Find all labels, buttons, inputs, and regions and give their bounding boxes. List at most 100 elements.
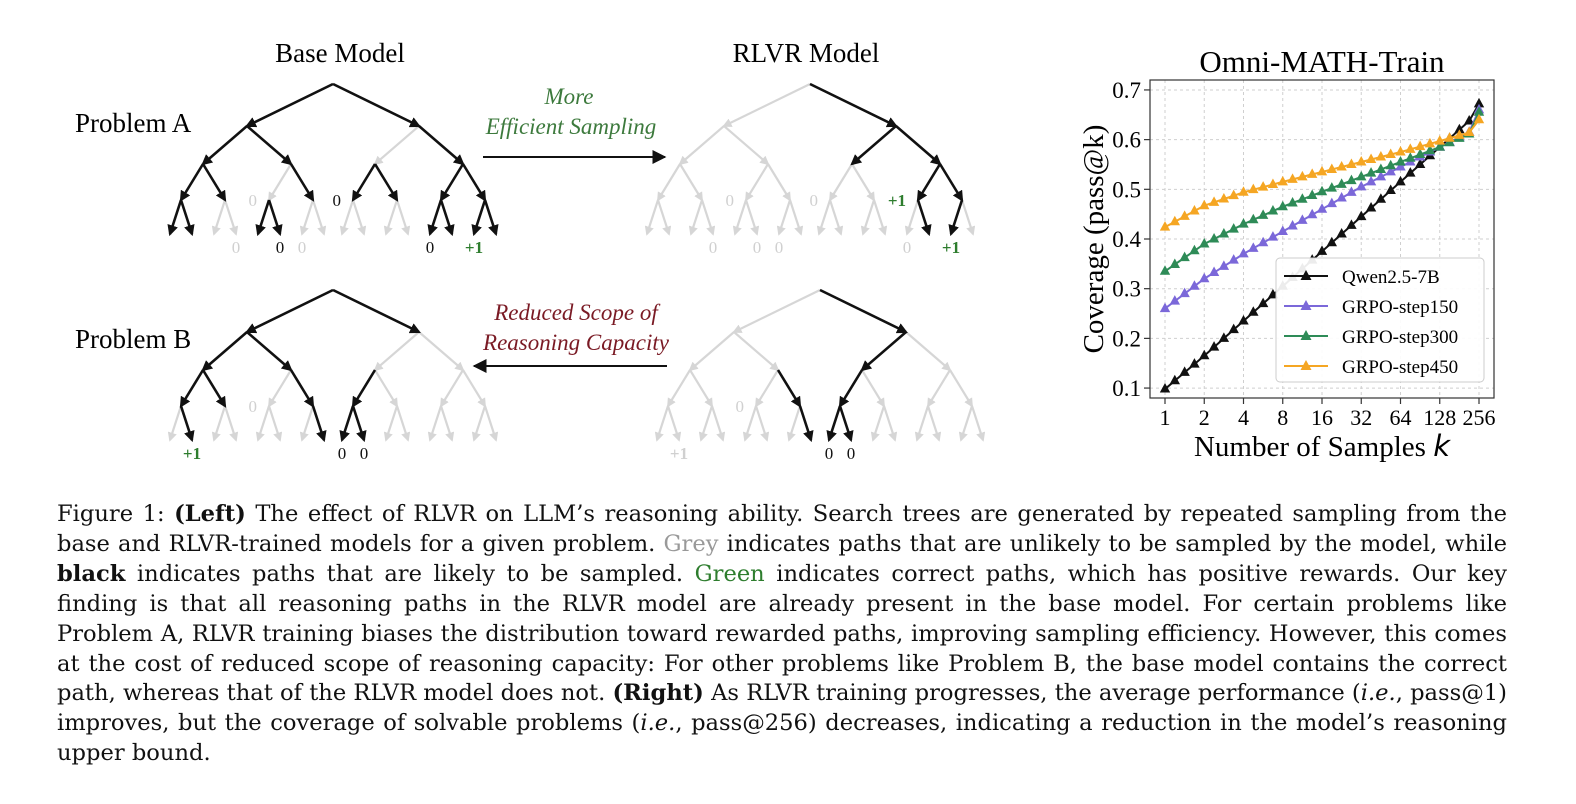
tree-edge	[245, 82, 334, 128]
series-marker	[1159, 265, 1171, 275]
tree-edge	[914, 405, 930, 442]
series-marker	[1306, 189, 1318, 200]
series-marker	[1365, 201, 1377, 212]
legend-swatch-marker	[1300, 330, 1312, 340]
series-marker	[1306, 208, 1318, 219]
reward-zero-label: 0	[810, 191, 819, 210]
tree-edge	[373, 125, 420, 166]
tree-edge	[311, 405, 327, 443]
x-axis-label-text: Number of Samples	[1194, 431, 1433, 463]
tree-edge	[299, 405, 315, 442]
tree-edge	[679, 163, 703, 202]
tree-edge	[948, 199, 964, 237]
series-marker	[1208, 196, 1220, 206]
caption-fig: Figure 1:	[57, 501, 175, 527]
tree-edge	[289, 369, 315, 408]
series-marker	[1316, 185, 1328, 196]
series-marker	[1199, 199, 1210, 210]
tree-edge	[471, 405, 487, 442]
series-marker	[1454, 123, 1465, 134]
series-marker	[1159, 302, 1171, 313]
chart-title: Omni-MATH-Train	[1199, 44, 1445, 79]
tree-edge	[732, 199, 748, 236]
tree-edge	[828, 199, 844, 236]
x-tick-label: 4	[1238, 405, 1249, 430]
series-marker	[1257, 297, 1269, 308]
caption-text-5: As RLVR training progresses, the average…	[703, 680, 1361, 707]
tree-edge	[339, 199, 355, 236]
series-marker	[1395, 160, 1406, 171]
caption-text-7: , pass@256) decreases, indicating a redu…	[57, 710, 1507, 767]
tree-edge	[351, 369, 377, 408]
tree-edge	[461, 163, 487, 202]
tree-edge	[179, 163, 205, 202]
series-marker	[1473, 106, 1485, 116]
series-marker	[1365, 175, 1377, 186]
x-tick-label: 32	[1350, 405, 1372, 430]
tree-edge	[268, 369, 292, 408]
tree-edge	[201, 125, 248, 166]
legend-swatch-marker	[1300, 300, 1312, 310]
reward-zero-label: 0	[338, 444, 347, 463]
tree-edge	[927, 369, 951, 408]
reward-zero-label: 0	[847, 444, 856, 463]
legend-label: GRPO-step300	[1342, 327, 1458, 348]
tree-edge	[829, 163, 853, 202]
y-tick-label: 0.7	[1112, 78, 1141, 103]
series-marker	[1385, 148, 1396, 159]
series-marker	[1267, 231, 1279, 241]
series-marker	[1424, 137, 1436, 148]
y-tick-label: 0.4	[1112, 227, 1141, 252]
series-marker	[1287, 173, 1298, 183]
tree-edge	[255, 199, 271, 237]
reward-zero-label: 0	[709, 238, 718, 257]
series-marker	[1238, 314, 1249, 325]
tree-edge	[267, 199, 283, 237]
reward-zero-label: 0	[232, 238, 241, 257]
tree-edge	[299, 199, 315, 236]
tree-edge	[776, 369, 802, 408]
tree-edge	[666, 405, 682, 442]
x-tick-label: 256	[1463, 405, 1496, 430]
series-marker	[1473, 113, 1485, 124]
tree-edge	[744, 199, 760, 236]
tree-edge	[201, 369, 227, 408]
tree-edge	[373, 331, 420, 372]
series-marker	[1287, 219, 1298, 230]
tree-edge	[689, 369, 713, 408]
series-marker	[1434, 141, 1445, 151]
series-marker	[1326, 163, 1338, 173]
series-marker	[1434, 135, 1445, 145]
series-marker	[1454, 129, 1465, 139]
tree-edge	[223, 405, 239, 442]
tree-edge	[788, 199, 804, 236]
tree-edge	[838, 405, 854, 443]
caption-text-4: indicates correct paths, which has posit…	[57, 560, 1507, 707]
tree-edge	[383, 199, 399, 236]
reward-plus-one-label: +1	[670, 444, 688, 463]
tree-edge	[786, 405, 802, 442]
series-marker	[1257, 236, 1269, 247]
series-marker	[1297, 193, 1308, 203]
series-marker	[1336, 192, 1347, 202]
caption-right-label: (Right)	[612, 680, 704, 707]
x-axis-label: Number of Samples k	[1194, 429, 1451, 463]
reward-zero-label: 0	[276, 238, 285, 257]
reward-zero-label: 0	[333, 191, 342, 210]
tree-edge	[732, 289, 821, 333]
series-marker	[1326, 236, 1338, 247]
tree-edge	[383, 405, 399, 442]
series-marker	[1395, 155, 1406, 166]
series-marker	[1169, 258, 1181, 268]
caption-text-2: indicates paths that are unlikely to be …	[718, 530, 1507, 557]
tree-edge	[916, 199, 932, 237]
tree-edge	[374, 369, 398, 408]
reward-zero-label: 0	[825, 444, 834, 463]
series-marker	[1169, 295, 1181, 305]
tree-edge	[179, 369, 205, 408]
series-marker	[1248, 306, 1259, 316]
tree-edge	[657, 163, 681, 202]
reward-zero-label: 0	[298, 238, 307, 257]
legend-swatch-marker	[1300, 270, 1312, 280]
